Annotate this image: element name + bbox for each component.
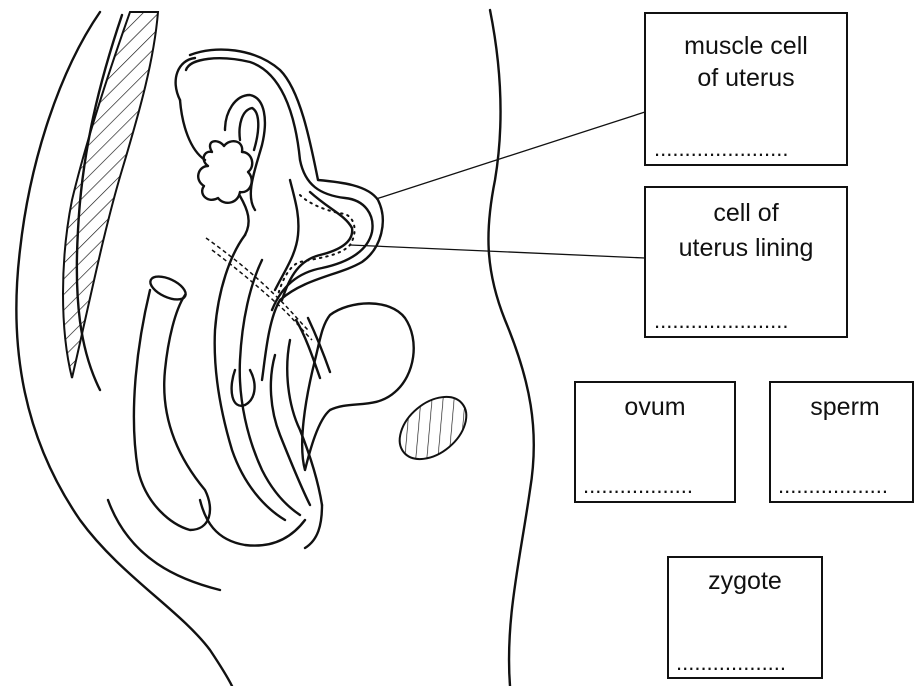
box-ovum-answer[interactable]: .................. <box>583 473 693 498</box>
box-sperm-label: sperm <box>810 393 879 421</box>
fallopian-tube <box>176 58 265 210</box>
bladder <box>302 303 414 470</box>
rectum <box>134 290 210 530</box>
uterus-back-wall <box>180 100 205 160</box>
pubic-bone <box>388 384 478 471</box>
body-front-outline <box>488 10 533 686</box>
cervix-tip <box>232 370 255 406</box>
box-zygote-label: zygote <box>708 567 782 595</box>
box-zygote-answer[interactable]: .................. <box>676 650 786 675</box>
box-muscle-cell-answer[interactable]: ...................... <box>654 136 788 161</box>
vagina-inner-left <box>271 355 310 505</box>
box-uterus-lining-line2: uterus lining <box>679 234 814 262</box>
uterus-cavity-inner <box>282 192 352 300</box>
vagina-inner-right <box>287 340 322 505</box>
box-ovum-label: ovum <box>624 393 685 421</box>
ovary-ligament <box>240 196 249 235</box>
box-sperm-answer[interactable]: .................. <box>778 473 888 498</box>
fallopian-tube-inner <box>240 108 259 150</box>
box-muscle-cell-line1: muscle cell <box>684 32 808 60</box>
urethra-dashed-1 <box>206 238 308 330</box>
rectum-opening <box>147 272 189 304</box>
pointer-line-muscle <box>376 112 645 199</box>
box-uterus-lining-line1: cell of <box>713 199 778 227</box>
pointer-line-lining <box>350 245 645 258</box>
box-muscle-cell-line2: of uterus <box>697 64 794 92</box>
vagina-back <box>215 235 285 520</box>
ovary <box>198 141 252 203</box>
perineum <box>305 505 322 548</box>
box-uterus-lining-answer[interactable]: ...................... <box>654 308 788 333</box>
